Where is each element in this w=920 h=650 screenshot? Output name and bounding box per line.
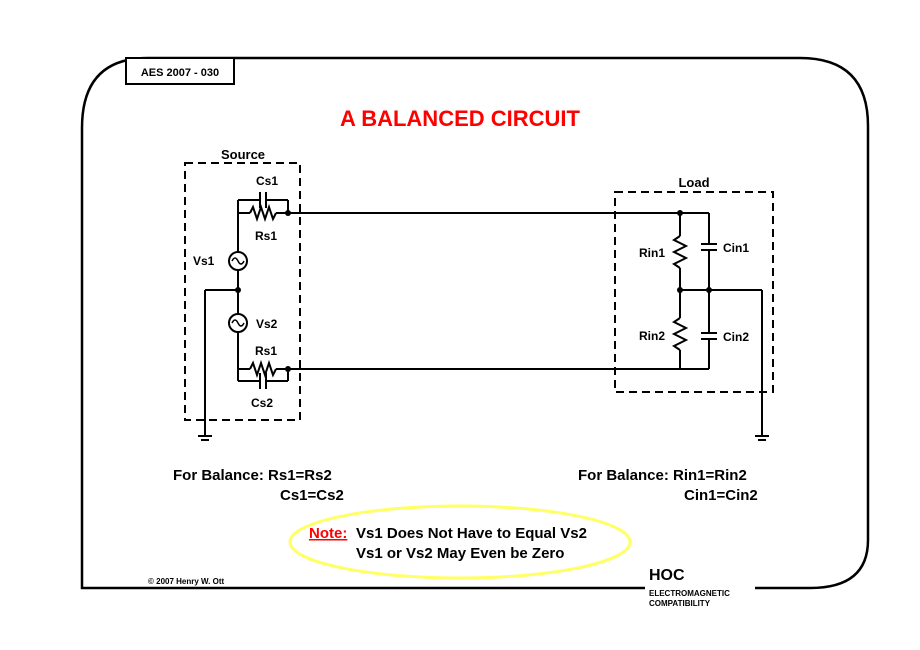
note-label: Note: <box>309 525 347 542</box>
rs1-bottom-label: Rs1 <box>255 344 277 358</box>
balance-right-line1: For Balance: Rin1=Rin2 <box>578 467 747 484</box>
vs2-label: Vs2 <box>256 317 278 331</box>
header-tag-text: AES 2007 - 030 <box>141 67 219 79</box>
balance-left-line2: Cs1=Cs2 <box>280 487 344 504</box>
rs1-top-label: Rs1 <box>255 229 277 243</box>
load-box <box>614 191 774 393</box>
ground-symbol-load <box>755 435 769 441</box>
source-box <box>184 162 301 421</box>
slide-frame <box>80 56 870 590</box>
copyright-text: © 2007 Henry W. Ott <box>148 577 224 586</box>
vs1-source-symbol <box>228 251 248 271</box>
vs2-source-symbol <box>228 313 248 333</box>
logo-sub1: ELECTROMAGNETIC <box>649 589 730 598</box>
source-top-network <box>237 192 289 223</box>
node-dot <box>677 210 683 216</box>
balance-right-line2: Cin1=Cin2 <box>684 487 758 504</box>
note-line2: Vs1 or Vs2 May Even be Zero <box>356 545 564 562</box>
note-highlight <box>288 504 632 580</box>
logo-sub2: COMPATIBILITY <box>649 599 711 608</box>
rin1-label: Rin1 <box>639 246 665 260</box>
source-bottom-network <box>237 359 289 389</box>
load-label: Load <box>678 175 709 190</box>
cs1-label: Cs1 <box>256 174 278 188</box>
node-dot <box>235 287 241 293</box>
node-dot <box>677 287 683 293</box>
header-tag: AES 2007 - 030 <box>125 57 235 85</box>
balance-left-line1: For Balance: Rs1=Rs2 <box>173 467 332 484</box>
rin2-label: Rin2 <box>639 329 665 343</box>
source-label: Source <box>221 147 265 162</box>
ground-symbol-source <box>198 435 212 441</box>
load-network <box>671 212 763 436</box>
vs1-label: Vs1 <box>193 254 215 268</box>
page-title: A BALANCED CIRCUIT <box>340 106 581 131</box>
cable-conductors <box>288 212 680 370</box>
logo-main: HOC <box>649 567 685 584</box>
cin1-label: Cin1 <box>723 241 749 255</box>
logo-backdrop <box>645 582 755 612</box>
node-dot <box>706 287 712 293</box>
note-line1: Vs1 Does Not Have to Equal Vs2 <box>356 525 587 542</box>
cs2-label: Cs2 <box>251 396 273 410</box>
cin2-label: Cin2 <box>723 330 749 344</box>
